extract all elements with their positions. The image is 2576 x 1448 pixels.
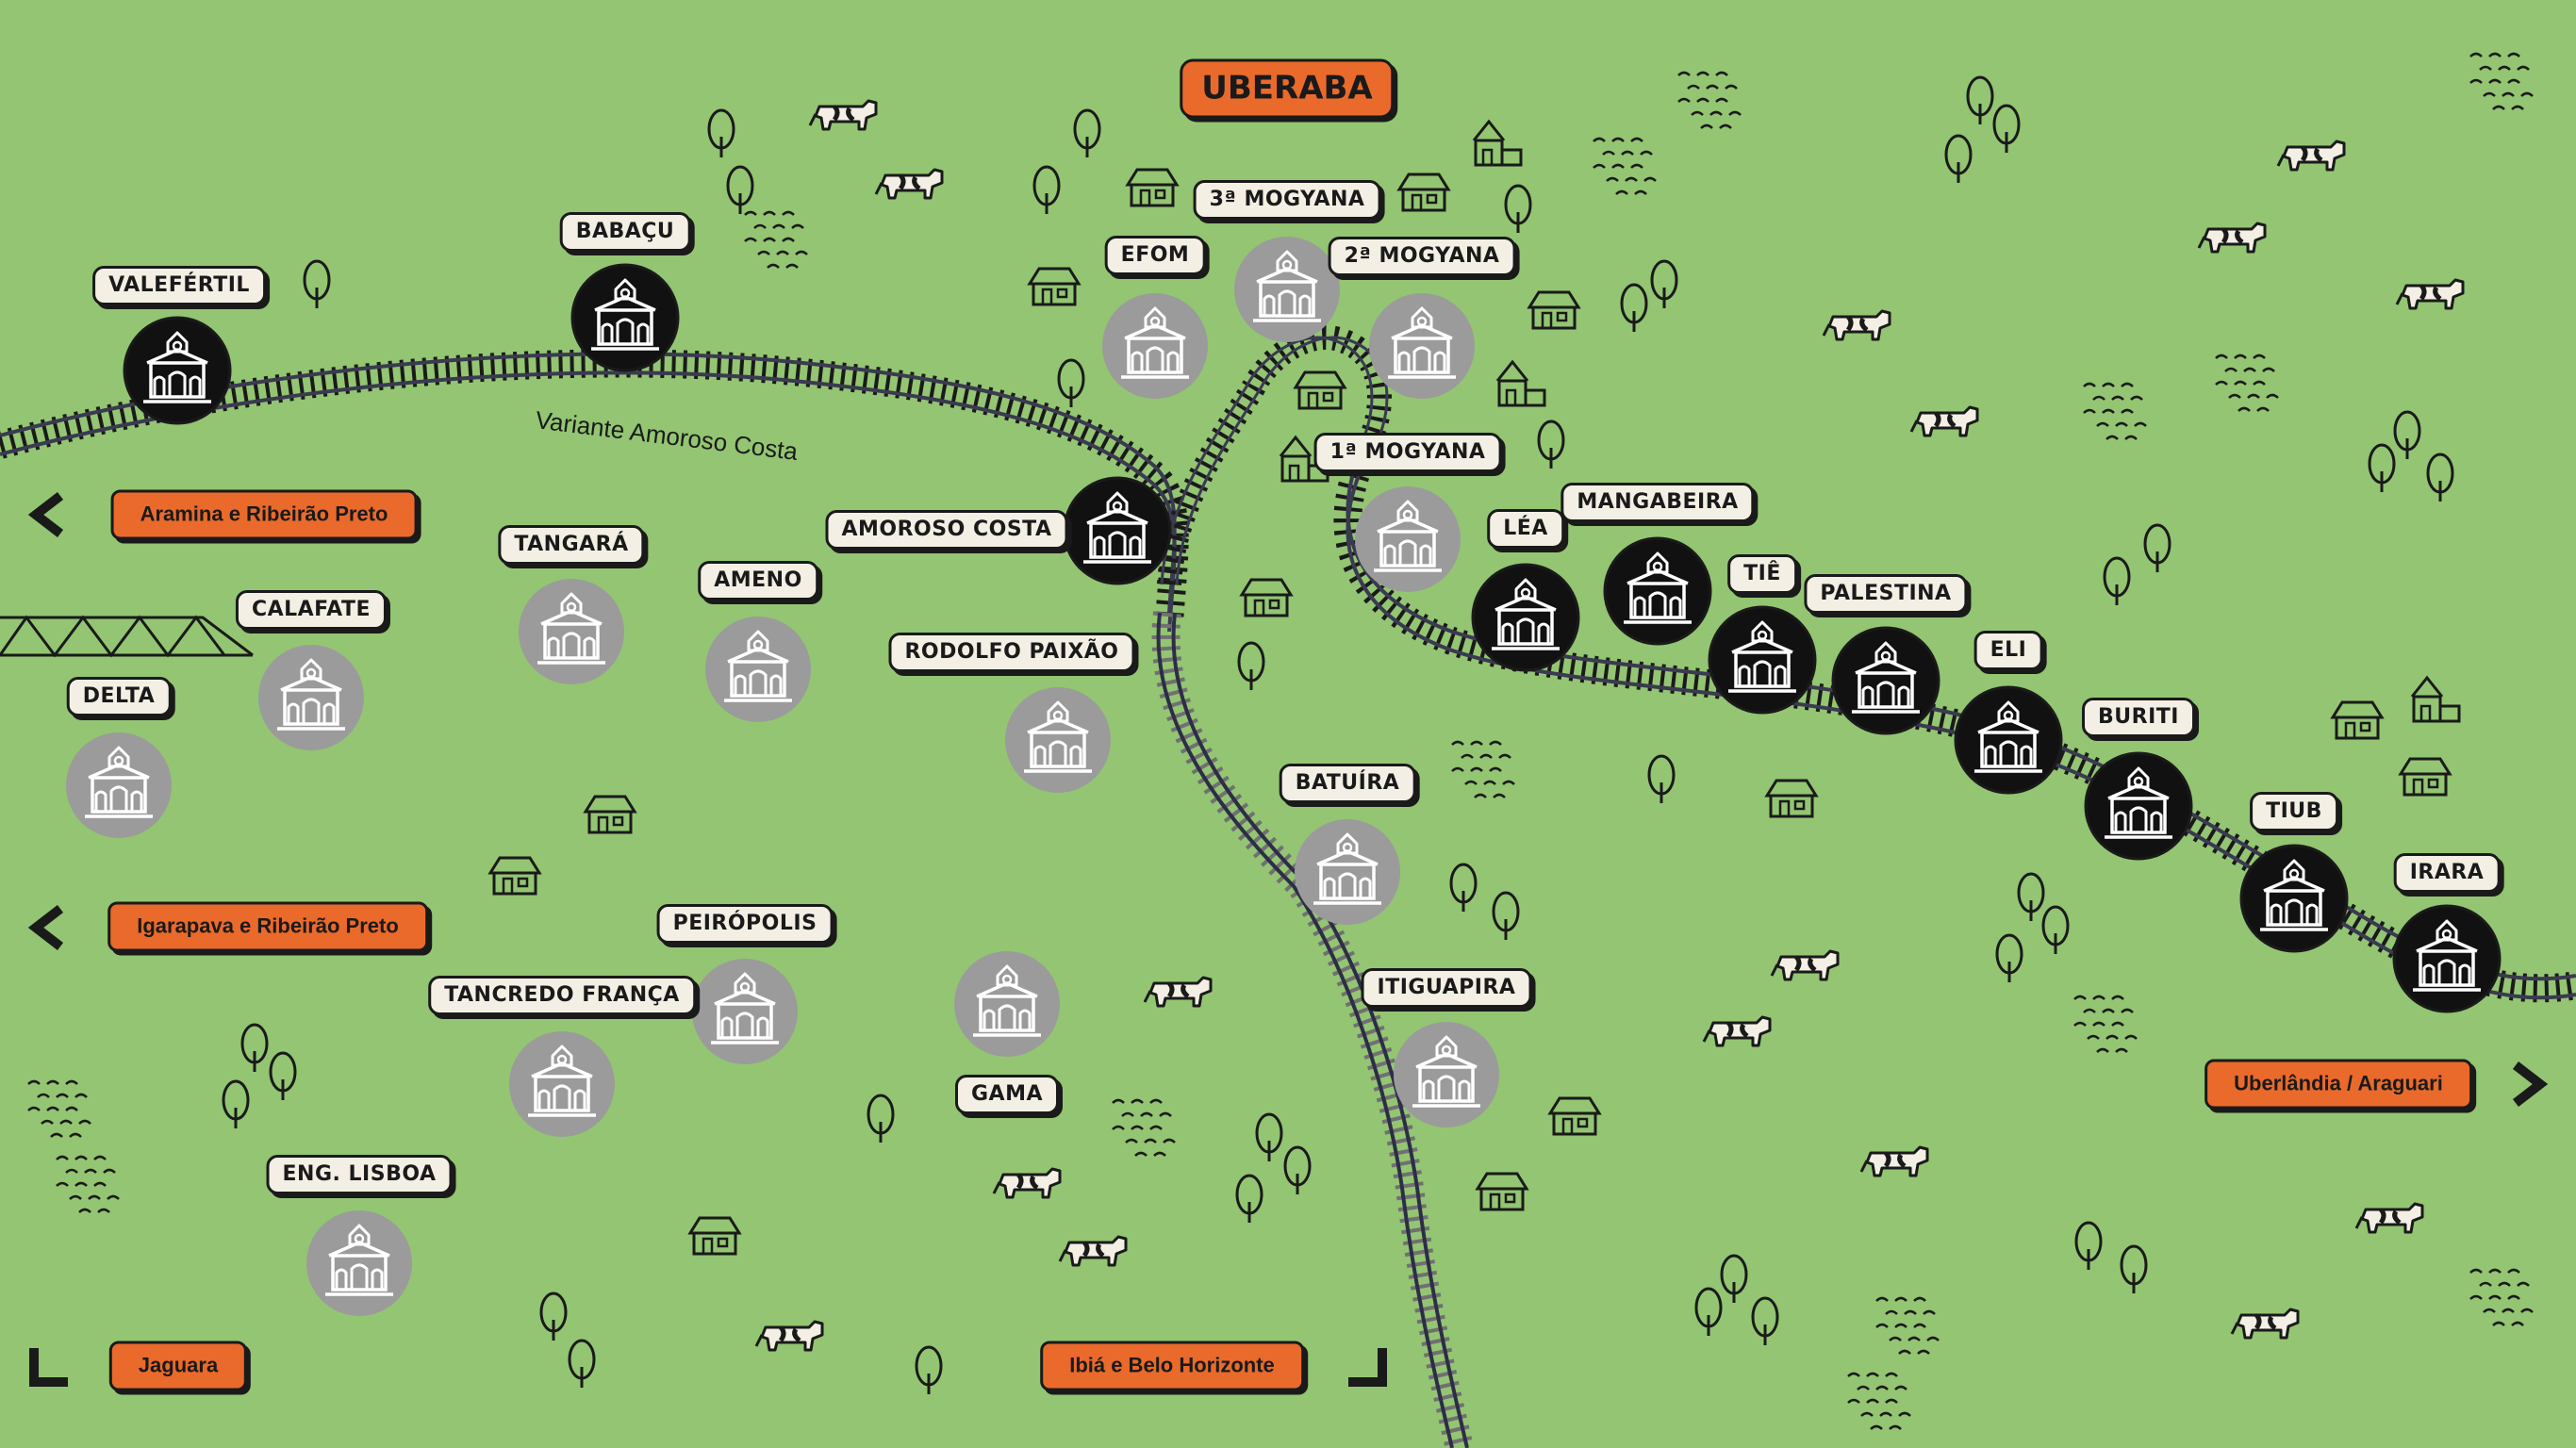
station-marker-inactive[interactable] — [1102, 293, 1208, 399]
station-marker-active[interactable] — [1603, 536, 1712, 646]
station-marker-active[interactable] — [1954, 685, 2063, 795]
destination-igarapava[interactable]: Igarapava e Ribeirão Preto — [107, 901, 428, 952]
station-marker-active[interactable] — [2392, 904, 2502, 1013]
station-marker-active[interactable] — [570, 263, 680, 372]
station-marker-active[interactable] — [123, 316, 232, 425]
station-marker-active[interactable] — [1708, 605, 1817, 715]
station-label-rodolfo-paixao[interactable]: RODOLFO PAIXÃO — [888, 633, 1135, 672]
station-marker-inactive[interactable] — [1369, 293, 1475, 399]
station-marker-inactive[interactable] — [519, 579, 624, 684]
station-label-lea[interactable]: LÉA — [1487, 509, 1564, 549]
station-marker-inactive[interactable] — [1005, 687, 1111, 793]
station-label-efom[interactable]: EFOM — [1104, 236, 1206, 275]
station-label-tangara[interactable]: TANGARÁ — [498, 525, 645, 565]
station-label-3a-mogyana[interactable]: 3ª MOGYANA — [1193, 180, 1381, 220]
station-label-eli[interactable]: ELI — [1973, 631, 2043, 670]
station-marker-inactive[interactable] — [66, 732, 172, 838]
station-marker-active[interactable] — [1063, 476, 1172, 585]
station-marker-inactive[interactable] — [509, 1031, 615, 1137]
arrow-left-icon — [27, 905, 64, 950]
station-label-palestina[interactable]: PALESTINA — [1804, 574, 1968, 614]
station-label-batuira[interactable]: BATUÍRA — [1279, 764, 1416, 803]
station-label-tiub[interactable]: TIUB — [2250, 792, 2338, 831]
destination-ibia[interactable]: Ibiá e Belo Horizonte — [1040, 1341, 1304, 1391]
station-label-gama[interactable]: GAMA — [954, 1075, 1060, 1114]
bridge — [0, 615, 254, 658]
railway-tracks — [0, 325, 2576, 1448]
station-marker-inactive[interactable] — [692, 959, 798, 1064]
station-marker-active[interactable] — [1831, 626, 1940, 735]
station-marker-inactive[interactable] — [1394, 1022, 1499, 1127]
station-label-peiropolis[interactable]: PEIRÓPOLIS — [656, 904, 834, 944]
station-marker-active[interactable] — [1471, 563, 1580, 672]
destination-uberlandia[interactable]: Uberlândia / Araguari — [2204, 1059, 2472, 1110]
destination-aramina[interactable]: Aramina e Ribeirão Preto — [110, 489, 418, 540]
station-label-babacu[interactable]: BABAÇU — [559, 212, 691, 252]
station-marker-inactive[interactable] — [1234, 237, 1340, 342]
station-marker-inactive[interactable] — [258, 645, 364, 750]
station-marker-active[interactable] — [2084, 751, 2193, 861]
station-label-tie[interactable]: TIÊ — [1727, 554, 1797, 594]
station-marker-inactive[interactable] — [1355, 486, 1461, 592]
station-marker-inactive[interactable] — [954, 951, 1060, 1057]
station-marker-inactive[interactable] — [306, 1210, 412, 1316]
station-label-tancredo-franca[interactable]: TANCREDO FRANÇA — [428, 976, 696, 1015]
arrow-down-right-icon — [1348, 1348, 1387, 1387]
stations — [66, 237, 2502, 1316]
station-label-ameno[interactable]: AMENO — [698, 561, 818, 601]
station-label-irara[interactable]: IRARA — [2393, 853, 2501, 893]
station-label-itiguapira[interactable]: ITIGUAPIRA — [1361, 968, 1532, 1008]
station-label-eng-lisboa[interactable]: ENG. LISBOA — [266, 1155, 453, 1194]
station-label-buriti[interactable]: BURITI — [2082, 698, 2195, 737]
arrow-left-icon — [27, 492, 64, 537]
city-title: UBERABA — [1180, 58, 1395, 119]
station-label-1a-mogyana[interactable]: 1ª MOGYANA — [1313, 433, 1502, 472]
arrow-right-icon — [2512, 1061, 2549, 1107]
station-label-amoroso-costa[interactable]: AMOROSO COSTA — [825, 510, 1068, 550]
station-marker-active[interactable] — [2239, 844, 2349, 953]
destination-jaguara[interactable]: Jaguara — [108, 1341, 248, 1391]
station-label-calafate[interactable]: CALAFATE — [235, 590, 388, 630]
station-marker-inactive[interactable] — [1295, 819, 1400, 925]
arrow-down-left-icon — [29, 1348, 68, 1387]
station-marker-inactive[interactable] — [705, 617, 811, 722]
station-label-valefertil[interactable]: VALEFÉRTIL — [92, 266, 266, 305]
station-label-delta[interactable]: DELTA — [66, 677, 172, 716]
station-label-mangabeira[interactable]: MANGABEIRA — [1560, 483, 1755, 522]
station-label-2a-mogyana[interactable]: 2ª MOGYANA — [1328, 237, 1516, 276]
